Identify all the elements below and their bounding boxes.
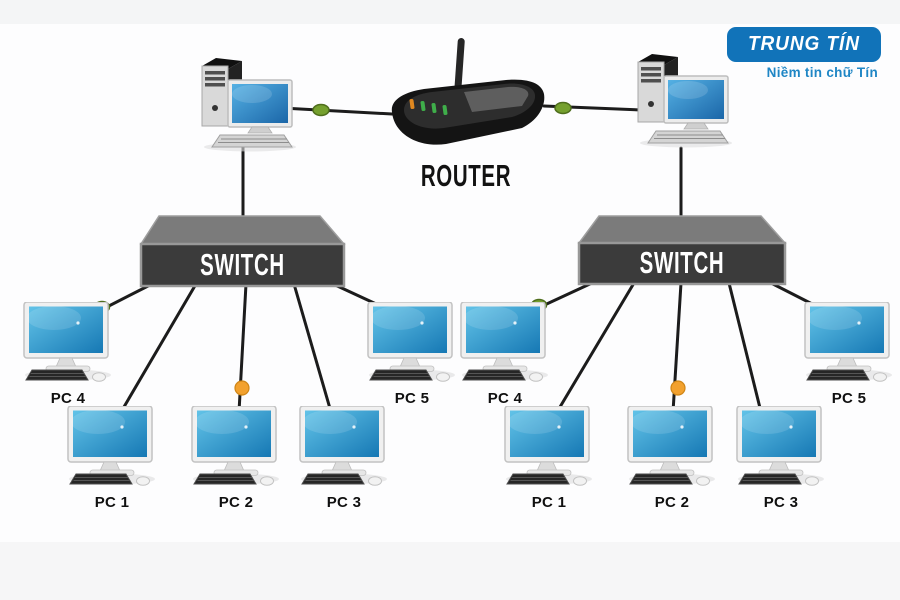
pc-right-5: PC 5	[801, 302, 897, 407]
pc-right-2: PC 2	[624, 406, 720, 511]
router-device	[380, 36, 552, 169]
pc-left-3: PC 3	[296, 406, 392, 511]
pc-label: PC 2	[218, 494, 254, 511]
pc-label: PC 5	[831, 390, 867, 407]
pc-right-3: PC 3	[733, 406, 829, 511]
switch-left-label: SWITCH	[200, 247, 285, 282]
switch-left: SWITCH	[138, 214, 347, 288]
orange-status-dot	[234, 380, 250, 396]
workstation-right	[626, 52, 738, 153]
router-antenna	[454, 38, 465, 96]
switch-right-label: SWITCH	[639, 245, 725, 280]
pc-label: PC 4	[50, 390, 86, 407]
cable-rswitch-pc1	[555, 281, 636, 414]
pc-label: PC 3	[326, 494, 362, 511]
brand-logo: TRUNG TÍN Niềm tin chữ Tín	[727, 27, 881, 80]
brand-name: TRUNG TÍN	[747, 33, 860, 55]
pc-label: PC 3	[763, 494, 799, 511]
green-status-dot	[312, 103, 330, 117]
pc-label: PC 2	[654, 494, 690, 511]
orange-status-dot	[670, 380, 686, 396]
green-status-dot	[554, 101, 572, 115]
cable-left-ws-router	[280, 106, 394, 116]
cable-rswitch-pc3	[727, 281, 763, 414]
pc-left-1: PC 1	[64, 406, 160, 511]
pc-label: PC 1	[94, 494, 130, 511]
top-margin	[0, 0, 900, 24]
cable-lswitch-pc3	[292, 282, 333, 414]
switch-right: SWITCH	[576, 214, 788, 286]
bottom-margin	[0, 542, 900, 600]
pc-label: PC 1	[531, 494, 567, 511]
pc-left-4: PC 4	[20, 302, 116, 407]
pc-left-5: PC 5	[364, 302, 460, 407]
brand-tagline: Niềm tin chữ Tín	[766, 65, 878, 80]
pc-right-1: PC 1	[501, 406, 597, 511]
workstation-left	[190, 56, 302, 157]
router-led-lights	[409, 98, 448, 116]
cable-lswitch-pc1	[119, 282, 198, 414]
pc-left-2: PC 2	[188, 406, 284, 511]
brand-logo-box: TRUNG TÍN	[727, 27, 881, 62]
pc-label: PC 5	[394, 390, 430, 407]
pc-right-4: PC 4	[457, 302, 553, 407]
pc-label: PC 4	[487, 390, 523, 407]
router-label: ROUTER	[420, 158, 512, 193]
